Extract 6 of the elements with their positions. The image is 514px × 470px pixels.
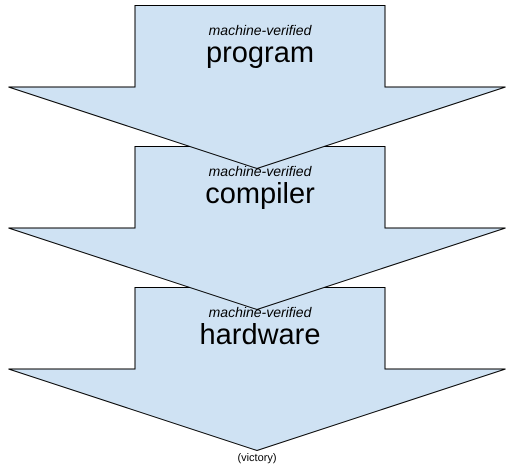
arrow-title: program xyxy=(205,37,315,70)
arrow-caption: machine-verified xyxy=(208,163,313,179)
arrow-title: compiler xyxy=(204,178,316,211)
arrow-caption: machine-verified xyxy=(208,22,313,38)
arrow-caption: machine-verified xyxy=(208,304,313,320)
arrow-title: hardware xyxy=(198,319,322,352)
